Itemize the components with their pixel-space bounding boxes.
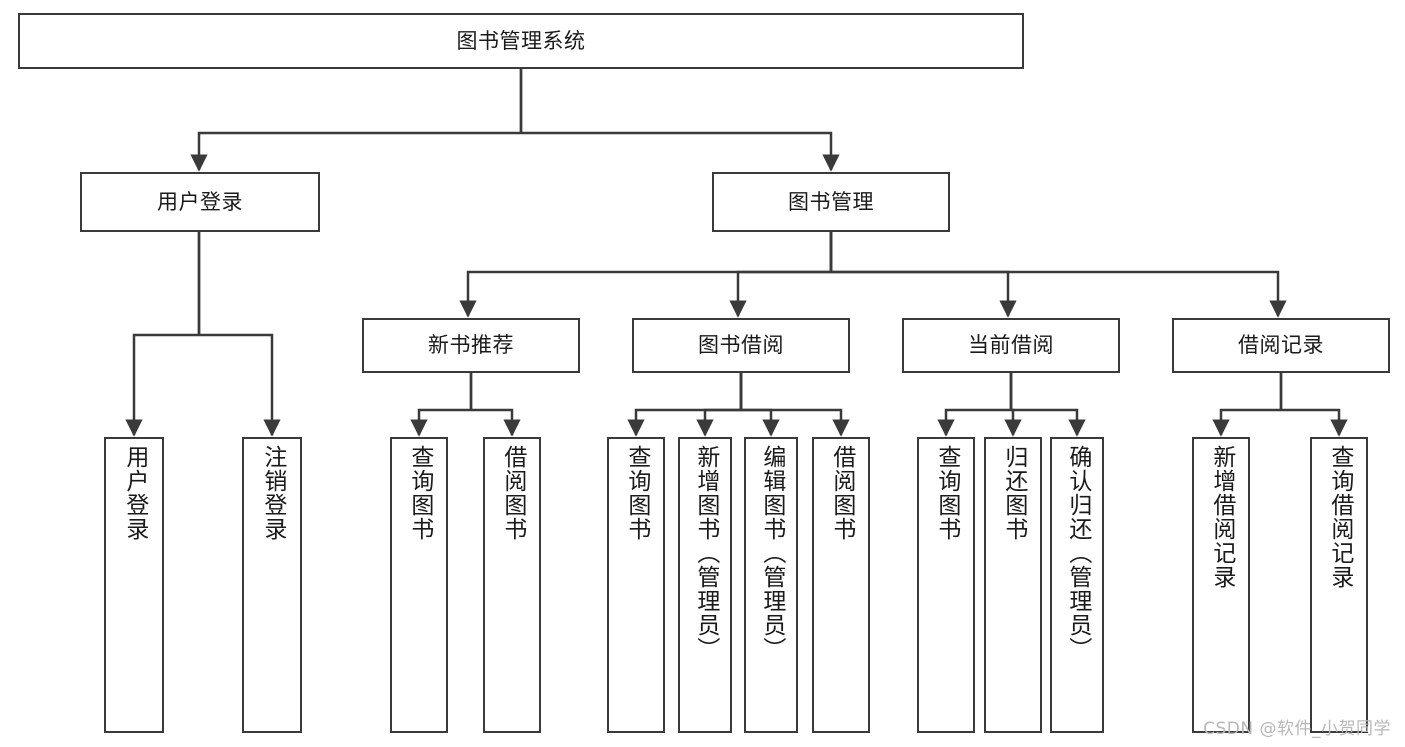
node-current-borrow[interactable]: 当前借阅 [902,318,1120,373]
node-label: 图书借阅 [698,333,784,358]
node-leaf-add-record[interactable]: 新增借阅记录 [1192,437,1250,733]
node-book-borrow[interactable]: 图书借阅 [632,318,850,373]
edge-user-login-to-leaf-user-logout [199,333,281,437]
node-leaf-query-book-1[interactable]: 查询图书 [390,437,448,733]
node-label: 新增图书（管理员） [692,445,719,661]
edge-book-borrow-to-leaf-borrow-book-2 [741,408,850,437]
node-leaf-user-login[interactable]: 用户登录 [104,437,164,733]
node-label: 借阅图书 [499,445,526,541]
node-label: 当前借阅 [968,333,1054,358]
edge-book-borrow-to-leaf-add-book [696,408,741,437]
edge-current-borrow-to-leaf-query-book-3 [937,408,1011,437]
node-label: 查询图书 [623,445,650,541]
node-label: 查询借阅记录 [1326,445,1353,589]
node-root[interactable]: 图书管理系统 [18,13,1024,69]
edge-book-borrow-to-leaf-query-book-2 [627,408,741,437]
node-label: 归还图书 [1000,445,1027,541]
node-label: 确认归还（管理员） [1064,445,1091,661]
edge-book-manage-to-book-borrow [729,270,831,318]
node-leaf-return-book[interactable]: 归还图书 [984,437,1042,733]
node-leaf-borrow-book-1[interactable]: 借阅图书 [483,437,541,733]
edge-borrow-record-to-leaf-add-record [1212,408,1281,437]
edge-current-borrow-to-leaf-confirm-return [1011,408,1086,437]
node-label: 编辑图书（管理员） [758,445,785,661]
node-borrow-record[interactable]: 借阅记录 [1172,318,1390,373]
node-label: 新增借阅记录 [1208,445,1235,589]
edge-current-borrow-to-leaf-return-book [1004,408,1022,437]
node-label: 图书管理 [788,189,874,214]
node-label: 用户登录 [121,445,148,541]
edge-book-manage-to-current-borrow [831,270,1017,318]
node-label: 借阅记录 [1238,333,1324,358]
node-label: 新书推荐 [428,333,514,358]
csdn-watermark: CSDN @软件_小贺同学 [1203,719,1391,739]
edge-book-borrow-to-leaf-edit-book [741,408,780,437]
node-label: 注销登录 [259,445,286,541]
edge-root-to-user-login [190,131,521,172]
node-leaf-query-book-2[interactable]: 查询图书 [607,437,665,733]
node-leaf-query-book-3[interactable]: 查询图书 [917,437,975,733]
edge-book-manage-to-borrow-record [831,270,1287,318]
edge-new-book-recommend-to-leaf-borrow-book-1 [471,408,521,437]
edge-new-book-recommend-to-leaf-query-book-1 [410,408,471,437]
node-new-book-recommend[interactable]: 新书推荐 [362,318,580,373]
node-leaf-edit-book[interactable]: 编辑图书（管理员） [744,437,798,733]
node-leaf-borrow-book-2[interactable]: 借阅图书 [812,437,870,733]
node-label: 图书管理系统 [456,28,586,53]
node-book-manage[interactable]: 图书管理 [712,172,950,232]
node-label: 查询图书 [406,445,433,541]
edge-book-manage-to-new-book-recommend [459,270,831,318]
node-leaf-add-book[interactable]: 新增图书（管理员） [678,437,732,733]
edge-borrow-record-to-leaf-query-record [1281,408,1348,437]
node-leaf-confirm-return[interactable]: 确认归还（管理员） [1050,437,1104,733]
node-leaf-query-record[interactable]: 查询借阅记录 [1310,437,1368,733]
edge-root-to-book-manage [521,131,840,172]
node-label: 查询图书 [933,445,960,541]
node-label: 用户登录 [157,189,243,214]
node-label: 借阅图书 [828,445,855,541]
edge-user-login-to-leaf-user-login [125,333,199,437]
node-user-login[interactable]: 用户登录 [80,172,320,232]
node-leaf-user-logout[interactable]: 注销登录 [242,437,302,733]
